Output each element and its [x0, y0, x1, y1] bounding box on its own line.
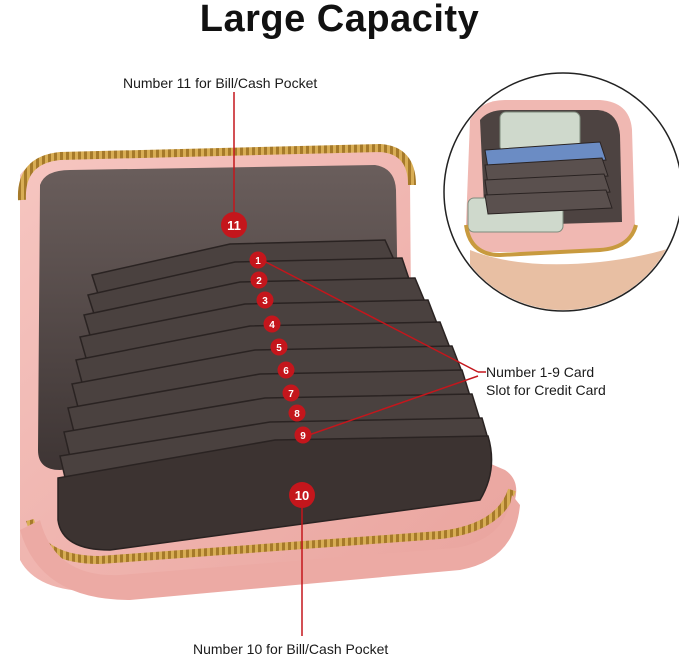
inset-photo — [443, 72, 679, 312]
badge-9: 9 — [294, 426, 312, 444]
badge-4: 4 — [263, 315, 281, 333]
label-number-10: Number 10 for Bill/Cash Pocket — [193, 641, 389, 657]
label-number-1-9-line2: Slot for Credit Card — [486, 382, 606, 398]
badge-3: 3 — [256, 291, 274, 309]
leader-lines — [233, 92, 486, 636]
badge-9-label: 9 — [300, 431, 306, 442]
badge-6-label: 6 — [283, 366, 289, 377]
page-title: Large Capacity — [199, 0, 480, 40]
badge-5: 5 — [270, 338, 288, 356]
badge-8: 8 — [288, 404, 306, 422]
badge-10-label: 10 — [295, 488, 309, 503]
badge-2: 2 — [250, 271, 268, 289]
badge-3-label: 3 — [262, 296, 268, 307]
badge-7-label: 7 — [288, 389, 294, 400]
badge-1: 1 — [249, 251, 267, 269]
card-slots — [57, 239, 493, 551]
label-number-11: Number 11 for Bill/Cash Pocket — [123, 75, 318, 91]
badge-8-label: 8 — [294, 409, 300, 420]
label-number-1-9-line1: Number 1-9 Card — [486, 364, 595, 380]
badge-4-label: 4 — [269, 320, 275, 331]
badge-10: 10 — [289, 482, 315, 508]
badge-2-label: 2 — [256, 276, 262, 287]
badge-11: 11 — [221, 212, 247, 238]
badge-11-label: 11 — [227, 218, 241, 233]
badge-5-label: 5 — [276, 343, 282, 354]
badge-7: 7 — [282, 384, 300, 402]
badge-1-label: 1 — [255, 256, 261, 267]
label-number-1-9: Number 1-9 Card Slot for Credit Card — [486, 363, 606, 399]
badge-6: 6 — [277, 361, 295, 379]
